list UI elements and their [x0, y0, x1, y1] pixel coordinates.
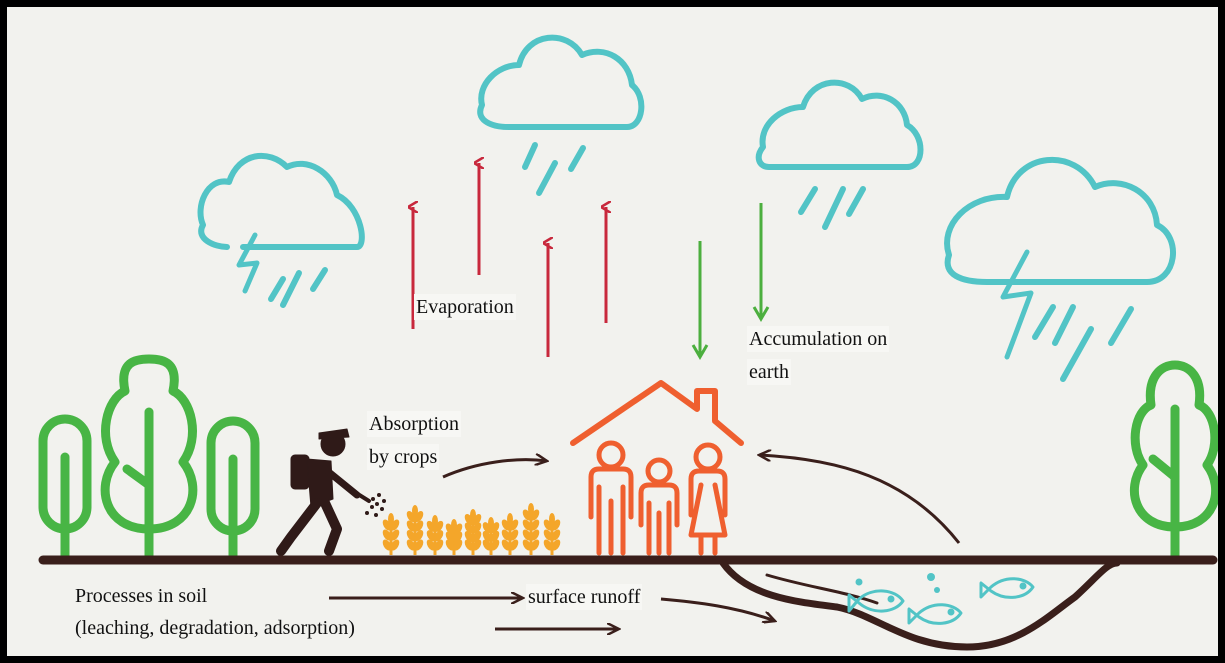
- wheat-stalk: [382, 513, 400, 555]
- environmental-cycle-diagram: [38, 34, 1218, 651]
- tree-icon: [100, 354, 198, 562]
- farmer-icon: [276, 428, 371, 556]
- accumulation-label-line1: Accumulation on: [747, 326, 890, 352]
- tree-icon: [38, 414, 92, 562]
- wheat-stalk: [543, 513, 561, 555]
- ground: [38, 555, 1218, 651]
- family-icon: [588, 440, 728, 556]
- bubbles: [855, 573, 940, 593]
- cloud-icon: [755, 79, 924, 170]
- pond-to-house-arrow: [759, 455, 961, 544]
- accumulation-arrows: [691, 203, 770, 360]
- wheat-stalk: [445, 519, 463, 555]
- rain-icon: [798, 186, 866, 230]
- wheat-stalk: [426, 515, 444, 555]
- accumulation-label-line2: earth: [747, 359, 791, 385]
- tree-icon: [206, 416, 260, 562]
- rain-icon: [1032, 304, 1134, 382]
- wheat-stalk: [406, 505, 424, 555]
- wheat-stalk: [501, 513, 519, 555]
- wheat-stalk: [482, 517, 500, 555]
- soil-arrows: [329, 598, 775, 629]
- fish-icon: [847, 577, 1035, 625]
- house-icon: [570, 380, 744, 446]
- absorption-label-line1: Absorption: [367, 411, 461, 437]
- tree-icon: [1130, 360, 1218, 562]
- evaporation-label: Evaporation: [414, 294, 516, 320]
- wheat-stalk: [464, 509, 482, 555]
- cloud-icon: [477, 34, 645, 130]
- lightning-icon: [236, 232, 260, 294]
- surface-runoff-label: surface runoff: [526, 584, 643, 610]
- processes-label-line1: Processes in soil: [75, 585, 208, 607]
- processes-label-line2: (leaching, degradation, adsorption): [75, 617, 355, 639]
- crop-icon: [382, 503, 561, 555]
- evaporation-arrows: [413, 163, 606, 357]
- spray-dots: [365, 493, 386, 517]
- absorption-label-line2: by crops: [367, 444, 440, 470]
- cloud-icon: [197, 152, 365, 250]
- cloud-icon: [944, 156, 1176, 285]
- rain-icon: [522, 142, 586, 196]
- absorption-arrow: [442, 460, 547, 479]
- rain-icon: [268, 267, 328, 308]
- wheat-stalk: [522, 503, 540, 555]
- lightning-icon: [1000, 249, 1034, 360]
